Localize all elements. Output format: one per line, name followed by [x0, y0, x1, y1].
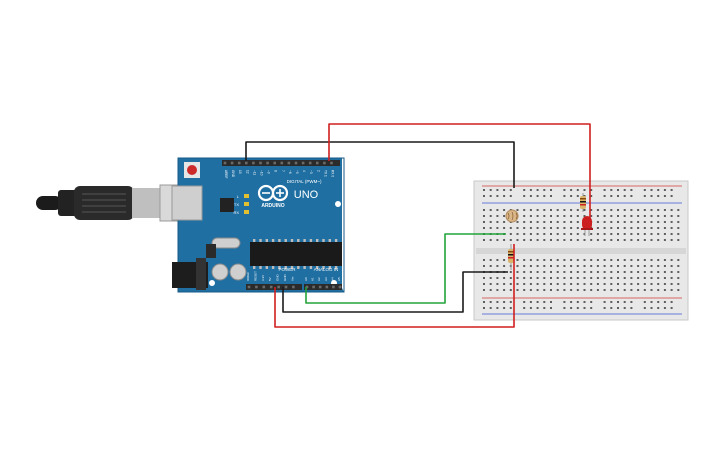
resistor-led[interactable] [580, 193, 586, 212]
power-pin-label: IOREF [246, 272, 250, 281]
crystal [211, 237, 241, 249]
digital-pin-label: RX 0 [331, 170, 335, 177]
power-pin-label: GND [276, 274, 280, 282]
ldr[interactable] [505, 209, 519, 223]
led-label-tx: TX [234, 202, 239, 207]
wire-pin13-to-rail-black[interactable] [245, 141, 515, 188]
analog-pin-hole[interactable] [305, 285, 309, 289]
power-pin-hole[interactable] [247, 285, 251, 289]
digital-pin-label: 12 [245, 170, 249, 174]
digital-pin-hole[interactable] [316, 161, 319, 165]
digital-pin-hole[interactable] [287, 161, 291, 165]
power-pin-hole[interactable] [277, 285, 280, 289]
digital-pin-hole[interactable] [266, 161, 269, 165]
digital-pin-label: 8 [274, 170, 278, 172]
power-pin-hole[interactable] [269, 285, 273, 289]
power-pin-hole[interactable] [255, 285, 258, 289]
atmega-chip [250, 239, 342, 269]
digital-pin-hole[interactable] [301, 161, 305, 165]
reset-button[interactable] [184, 162, 200, 178]
digital-pin-hole[interactable] [273, 161, 276, 165]
digital-pin-label: 13 [238, 170, 242, 174]
digital-pin-hole[interactable] [294, 161, 298, 165]
digital-header-label: DIGITAL (PWM~) [287, 179, 322, 184]
digital-pin-label: 2 [316, 170, 320, 172]
digital-pin-hole[interactable] [330, 161, 333, 165]
digital-pin-hole[interactable] [223, 161, 227, 165]
usb-b-jack [171, 185, 203, 221]
power-pin-label: Vin [290, 276, 294, 281]
digital-pin-hole[interactable] [259, 161, 262, 165]
wire-pin2-to-led-red[interactable] [328, 123, 591, 218]
analog-pin-label: A5 [337, 277, 341, 281]
resistor-ldr[interactable] [508, 244, 514, 270]
analog-pin-label: A2 [317, 277, 321, 281]
analog-header[interactable] [304, 284, 342, 290]
brand-label: ARDUINO [261, 203, 284, 209]
model-label: UNO [294, 189, 319, 201]
wire-a0-to-ldr-green[interactable] [305, 233, 506, 304]
digital-pin-label: 7 [281, 170, 285, 172]
onboard-leds: L TX RX [233, 194, 249, 215]
led-label-rx: RX [233, 210, 239, 215]
analog-pin-label: A4 [330, 277, 334, 281]
digital-pin-hole[interactable] [280, 161, 284, 165]
power-pin-label: 3.3V [261, 275, 265, 281]
digital-pin-label: ~3 [309, 170, 313, 174]
digital-pin-hole[interactable] [230, 161, 234, 165]
capacitor-2 [229, 263, 247, 281]
digital-pin-hole[interactable] [308, 161, 312, 165]
analog-pin-hole[interactable] [332, 285, 335, 289]
analog-pin-label: A0 [304, 277, 308, 281]
voltage-regulator [206, 244, 216, 258]
digital-pin-label: TX 1 [323, 170, 327, 177]
wire-gnd-to-bb-black[interactable] [282, 271, 508, 313]
analog-pin-hole[interactable] [325, 285, 329, 289]
power-header[interactable] [246, 284, 302, 290]
wire-5v-to-bb-red[interactable] [274, 244, 515, 328]
digital-pin-label: ~5 [295, 170, 299, 174]
led-label-l: L [237, 194, 240, 199]
power-pin-label: GND [283, 274, 287, 282]
digital-pin-hole[interactable] [252, 161, 255, 165]
digital-pin-label: AREF [224, 170, 228, 179]
power-pin-hole[interactable] [292, 285, 295, 289]
usb-chip [220, 198, 234, 212]
digital-pin-label: ~9 [267, 170, 271, 174]
digital-pin-label: GND [231, 170, 235, 178]
power-pin-hole[interactable] [262, 285, 266, 289]
power-label: POWER [278, 267, 296, 272]
power-pin-label: 5V [268, 277, 272, 281]
analog-pin-hole[interactable] [318, 285, 322, 289]
led-red[interactable] [581, 216, 593, 236]
digital-pin-hole[interactable] [237, 161, 241, 165]
power-pin-label: RESET [253, 271, 257, 281]
analog-pin-label: A1 [311, 277, 315, 281]
digital-pin-label: ~6 [288, 170, 292, 174]
analog-pin-hole[interactable] [312, 285, 315, 289]
analog-pin-label: A3 [324, 277, 328, 281]
digital-pin-hole[interactable] [245, 161, 248, 165]
digital-pin-label: ~11 [252, 170, 256, 175]
capacitor-1 [211, 263, 229, 281]
analog-label: ANALOG IN [314, 267, 339, 272]
digital-pin-label: 4 [302, 170, 306, 172]
power-jack [172, 258, 208, 290]
analog-pin-hole[interactable] [338, 285, 342, 289]
arduino-logo [257, 184, 289, 202]
power-pin-hole[interactable] [284, 285, 288, 289]
digital-pin-label: ~10 [260, 170, 264, 176]
digital-pin-hole[interactable] [323, 161, 326, 165]
